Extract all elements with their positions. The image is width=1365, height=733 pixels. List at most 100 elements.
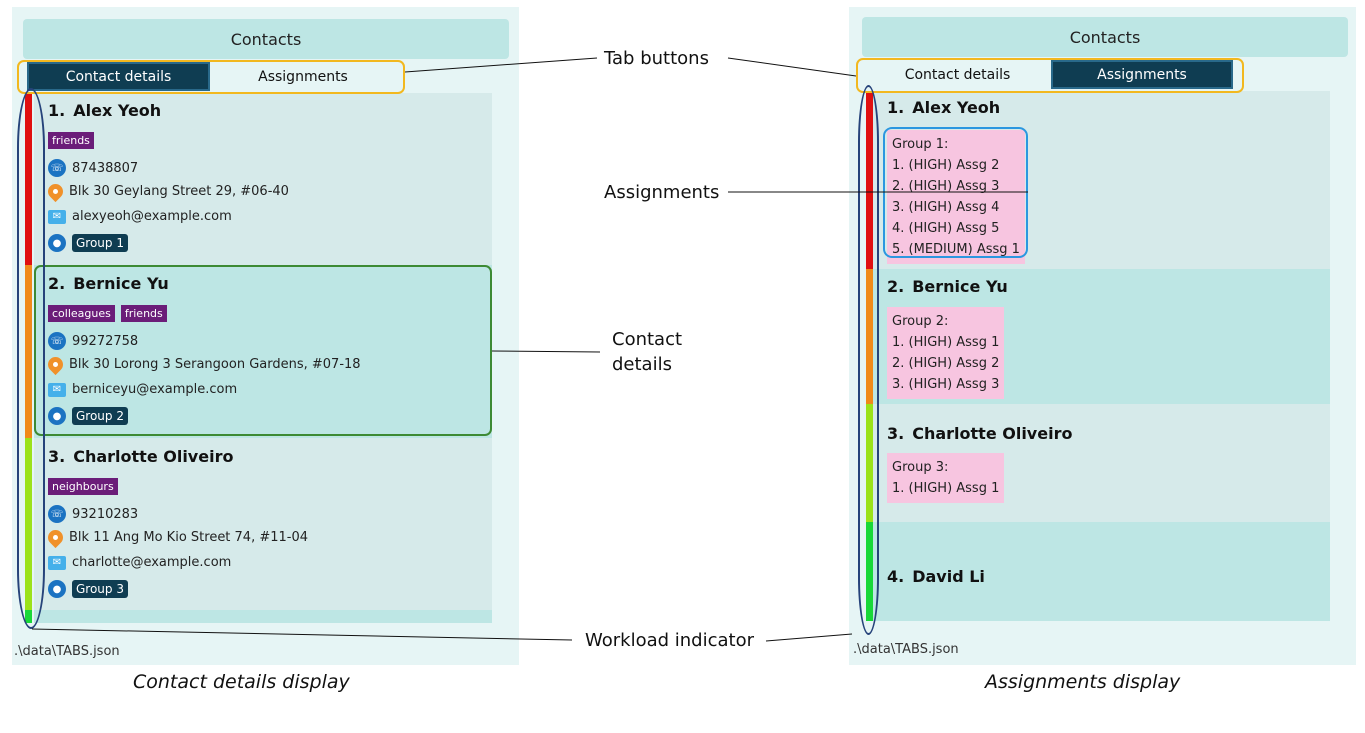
assignment-group-header: Group 2: [892,314,949,329]
tag: colleagues [48,305,115,322]
assignment-list: Group 2: 1. (HIGH) Assg 1 2. (HIGH) Assg… [887,307,1005,399]
assignment-item: 3. (HIGH) Assg 3 [892,377,1000,392]
address-field: Blk 30 Geylang Street 29, #06-40 [44,180,289,203]
person-card[interactable]: 1.Alex Yeoh friends ☏ 87438807 Blk 30 Ge… [34,93,492,265]
window-title: Contacts [862,17,1348,57]
group-field: ● Group 1 [48,234,128,252]
person-name: 1.Alex Yeoh [887,98,1001,117]
caption-right: Assignments display [985,671,1181,693]
tag: friends [120,305,167,322]
contacts-window-left: Contacts Contact details Assignments 1.A… [12,7,519,665]
email-icon: ✉ [48,555,66,570]
callout-line [727,57,857,77]
tab-buttons-highlight [17,60,405,94]
tag: neighbours [48,478,118,495]
person-card[interactable]: 3.Charlotte Oliveiro neighbours ☏ 932102… [34,438,492,610]
email-field: ✉ alexyeoh@example.com [48,209,232,224]
annotation-contact-details: Contact details [612,329,683,375]
tag-list: neighbours [48,475,124,495]
assignment-item: 4. (HIGH) Assg 5 [892,221,1000,236]
assignment-list: Group 3: 1. (HIGH) Assg 1 [887,453,1005,503]
group-badge: Group 3 [72,580,128,598]
tab-contact-details[interactable]: Contact details [904,66,1011,83]
person-name: 1.Alex Yeoh [48,101,162,120]
person-list: 1.Alex Yeoh Group 1: 1. (HIGH) Assg 2 2.… [861,91,1331,621]
phone-field: ☏ 93210283 [48,505,138,523]
tab-bar: Contact details Assignments [27,62,402,91]
group-badge: Group 1 [72,234,128,252]
assignment-item: 2. (HIGH) Assg 2 [892,356,1000,371]
assignment-list: Group 1: 1. (HIGH) Assg 2 2. (HIGH) Assg… [887,130,1025,264]
assignment-item: 1. (HIGH) Assg 1 [892,335,1000,350]
tag: friends [48,132,94,149]
tab-buttons-highlight [856,58,1244,93]
address-value: Blk 11 Ang Mo Kio Street 74, #11-04 [69,530,309,545]
phone-value: 87438807 [72,160,139,176]
person-name: 2.Bernice Yu [887,277,1008,296]
annotation-assignments: Assignments [604,182,720,203]
assignment-item: 1. (HIGH) Assg 2 [892,158,1000,173]
person-name: 3.Charlotte Oliveiro [48,447,234,466]
address-field: Blk 30 Lorong 3 Serangoon Gardens, #07-1… [44,353,361,376]
person-name: 4.David Li [887,567,985,586]
person-list: 1.Alex Yeoh friends ☏ 87438807 Blk 30 Ge… [22,93,492,623]
workload-indicator-highlight [858,85,879,635]
annotation-workload-indicator: Workload indicator [585,630,755,651]
person-name: 2.Bernice Yu [48,274,169,293]
workload-bar-none [866,522,873,621]
tag-list: colleagues friends [48,302,173,322]
person-card[interactable]: 2.Bernice Yu colleagues friends ☏ 9927275… [34,265,492,438]
assignment-group-header: Group 1: [892,137,949,152]
address-value: Blk 30 Geylang Street 29, #06-40 [69,184,289,199]
address-value: Blk 30 Lorong 3 Serangoon Gardens, #07-1… [69,357,361,372]
phone-icon: ☏ [48,332,66,350]
status-bar-filepath: .\data\TABS.json [14,644,120,659]
person-card[interactable]: 1.Alex Yeoh Group 1: 1. (HIGH) Assg 2 2.… [873,91,1330,269]
phone-icon: ☏ [48,159,66,177]
tab-bar: Contact details Assignments [864,60,1239,89]
tab-assignments[interactable]: Assignments [258,68,348,85]
caption-left: Contact details display [133,671,350,693]
assignment-item: 5. (MEDIUM) Assg 1 [892,242,1020,257]
phone-value: 99272758 [72,333,139,349]
phone-field: ☏ 99272758 [48,332,138,350]
assignment-item: 1. (HIGH) Assg 1 [892,481,1000,496]
assignment-item: 2. (HIGH) Assg 3 [892,179,1000,194]
workload-bar-medium [25,265,32,438]
group-badge: Group 2 [72,407,128,425]
callout-line [31,628,573,641]
group-field: ● Group 2 [48,407,128,425]
person-name: 3.Charlotte Oliveiro [887,424,1073,443]
workload-indicator-highlight [17,88,45,629]
assignment-item: 3. (HIGH) Assg 4 [892,200,1000,215]
person-card[interactable]: 3.Charlotte Oliveiro Group 3: 1. (HIGH) … [873,404,1330,522]
tab-contact-details[interactable]: Contact details [27,62,210,91]
group-icon: ● [48,407,66,425]
person-card[interactable] [34,610,492,623]
callout-line [765,633,853,642]
email-field: ✉ berniceyu@example.com [48,382,237,397]
workload-bar-low [866,404,873,522]
contacts-window-right: Contacts Contact details Assignments 1.A… [849,7,1356,665]
callout-line [404,57,598,73]
window-title: Contacts [23,19,509,59]
email-value: charlotte@example.com [72,555,232,570]
person-card[interactable]: 4.David Li [873,522,1330,621]
tab-assignments[interactable]: Assignments [1051,60,1233,89]
workload-bar-high [25,93,32,265]
workload-bar-medium [866,269,873,404]
assignment-group-header: Group 3: [892,460,949,475]
address-field: Blk 11 Ang Mo Kio Street 74, #11-04 [44,526,309,549]
email-icon: ✉ [48,382,66,397]
phone-value: 93210283 [72,506,139,522]
group-field: ● Group 3 [48,580,128,598]
group-icon: ● [48,580,66,598]
tag-list: friends [48,129,100,149]
email-value: berniceyu@example.com [72,382,238,397]
person-card[interactable]: 2.Bernice Yu Group 2: 1. (HIGH) Assg 1 2… [873,269,1330,404]
group-icon: ● [48,234,66,252]
email-icon: ✉ [48,209,66,224]
workload-bar-low [25,438,32,610]
status-bar-filepath: .\data\TABS.json [853,642,959,657]
